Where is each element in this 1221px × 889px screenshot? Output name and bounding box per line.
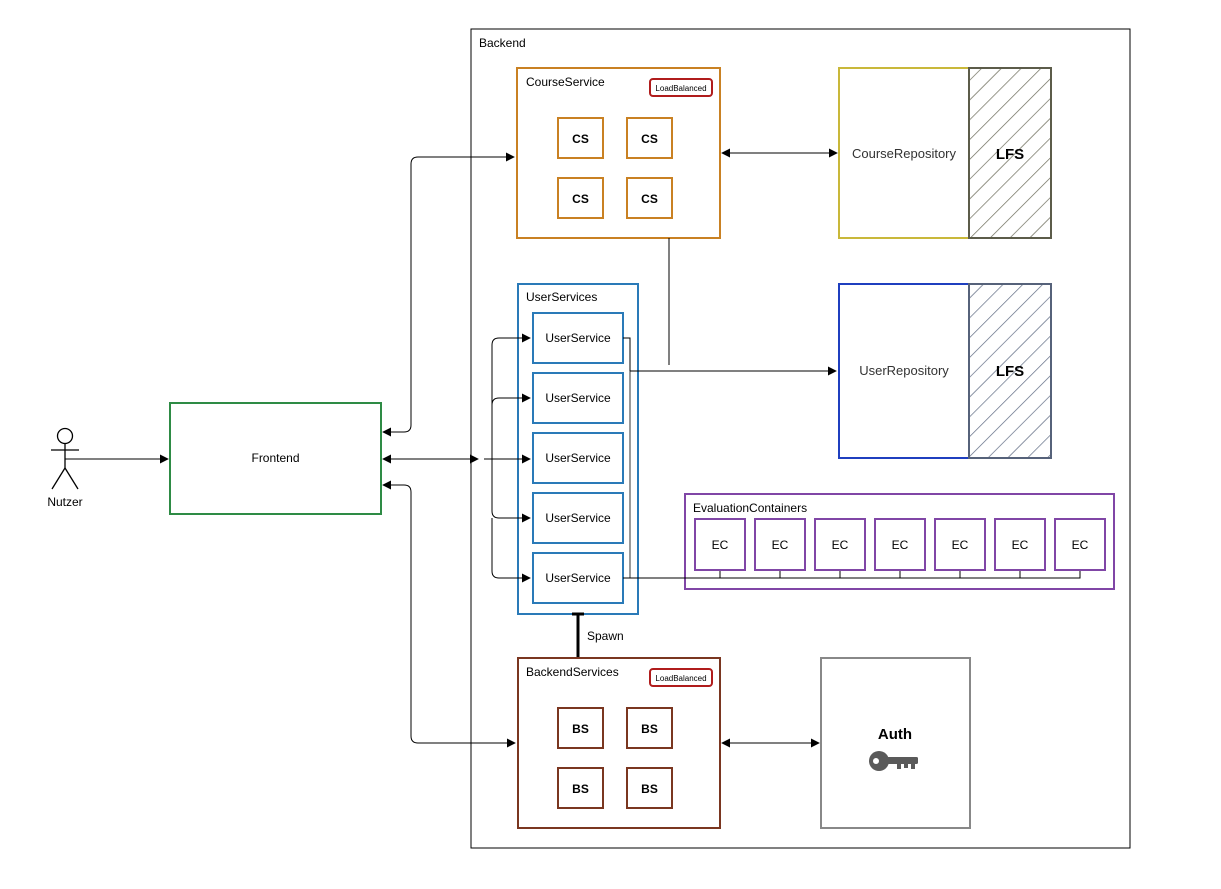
user-service-instance[interactable]: UserService [532, 432, 624, 484]
user-services-box[interactable]: UserServices UserService UserService Use… [517, 283, 639, 615]
ec-connector-lines [719, 570, 1081, 579]
key-icon [869, 751, 918, 771]
course-repository-label: CourseRepository [852, 146, 957, 161]
svg-text:LoadBalanced: LoadBalanced [655, 674, 706, 683]
ec-instance[interactable]: EC [754, 518, 806, 571]
svg-text:CS: CS [572, 192, 589, 206]
course-repository[interactable]: CourseRepository LFS [838, 67, 1052, 239]
bs-instance[interactable]: BS [626, 707, 673, 749]
svg-text:EC: EC [772, 538, 789, 552]
course-repository-lfs: LFS [968, 67, 1052, 239]
backend-label: Backend [479, 36, 526, 50]
svg-text:UserService: UserService [545, 331, 611, 345]
backend-services-box[interactable]: BackendServices LoadBalanced BS BS BS BS [517, 657, 721, 829]
auth-box[interactable]: Auth [820, 657, 971, 829]
spawn-label: Spawn [587, 629, 624, 643]
svg-text:EC: EC [952, 538, 969, 552]
svg-text:EC: EC [1072, 538, 1089, 552]
user-repository[interactable]: UserRepository LFS [838, 283, 1052, 459]
svg-text:EC: EC [892, 538, 909, 552]
svg-text:BS: BS [641, 782, 658, 796]
svg-text:UserService: UserService [545, 511, 611, 525]
svg-text:UserService: UserService [545, 571, 611, 585]
bs-instance[interactable]: BS [557, 767, 604, 809]
evaluation-containers-label: EvaluationContainers [693, 501, 807, 515]
user-repository-lfs: LFS [968, 283, 1052, 459]
svg-text:CS: CS [572, 132, 589, 146]
user-service-instance[interactable]: UserService [532, 492, 624, 544]
course-service-loadbalanced-badge: LoadBalanced [649, 78, 713, 97]
actor-nutzer[interactable]: Nutzer [47, 427, 83, 510]
user-service-instance[interactable]: UserService [532, 372, 624, 424]
svg-text:LFS: LFS [996, 363, 1024, 380]
connectors [65, 148, 838, 748]
bs-instance[interactable]: BS [557, 707, 604, 749]
svg-text:BS: BS [572, 782, 589, 796]
user-services-label: UserServices [526, 290, 597, 304]
svg-text:CS: CS [641, 192, 658, 206]
svg-text:UserService: UserService [545, 391, 611, 405]
ec-instance[interactable]: EC [694, 518, 746, 571]
user-service-instance[interactable]: UserService [532, 312, 624, 364]
course-service-label: CourseService [526, 75, 605, 89]
person-icon [51, 427, 79, 490]
frontend-label: Frontend [251, 451, 299, 465]
ec-instance[interactable]: EC [814, 518, 866, 571]
cs-instance[interactable]: CS [557, 177, 604, 219]
actor-label: Nutzer [47, 495, 82, 509]
frontend-box[interactable]: Frontend [169, 402, 382, 515]
cs-instance[interactable]: CS [626, 177, 673, 219]
auth-label: Auth [878, 726, 912, 743]
course-service-box[interactable]: CourseService LoadBalanced CS CS CS CS [516, 67, 721, 239]
svg-text:CS: CS [641, 132, 658, 146]
edge-fanout-us2 [491, 393, 531, 406]
edge-fanout-us5 [491, 518, 531, 583]
backend-services-loadbalanced-badge: LoadBalanced [649, 668, 713, 687]
ec-instance[interactable]: EC [874, 518, 926, 571]
edge-fanout-us4 [491, 459, 531, 523]
bs-instance[interactable]: BS [626, 767, 673, 809]
edge-fanout-us1 [484, 333, 531, 460]
user-repository-label: UserRepository [859, 363, 949, 378]
evaluation-containers-box[interactable]: EvaluationContainers EC EC EC EC EC [684, 493, 1115, 590]
cs-instance[interactable]: CS [557, 117, 604, 159]
cs-instance[interactable]: CS [626, 117, 673, 159]
edge-frontend-courseservice [382, 152, 515, 437]
ec-instance[interactable]: EC [934, 518, 986, 571]
ec-instance[interactable]: EC [1054, 518, 1106, 571]
svg-text:EC: EC [1012, 538, 1029, 552]
user-service-instance[interactable]: UserService [532, 552, 624, 604]
spawn-connector: Spawn [572, 612, 624, 657]
svg-text:EC: EC [832, 538, 849, 552]
backend-services-label: BackendServices [526, 665, 619, 679]
svg-text:UserService: UserService [545, 451, 611, 465]
svg-text:EC: EC [712, 538, 729, 552]
svg-text:LoadBalanced: LoadBalanced [655, 84, 706, 93]
svg-text:BS: BS [572, 722, 589, 736]
edge-frontend-backendservices [382, 480, 516, 748]
ec-instance[interactable]: EC [994, 518, 1046, 571]
svg-text:BS: BS [641, 722, 658, 736]
svg-text:LFS: LFS [996, 146, 1024, 163]
